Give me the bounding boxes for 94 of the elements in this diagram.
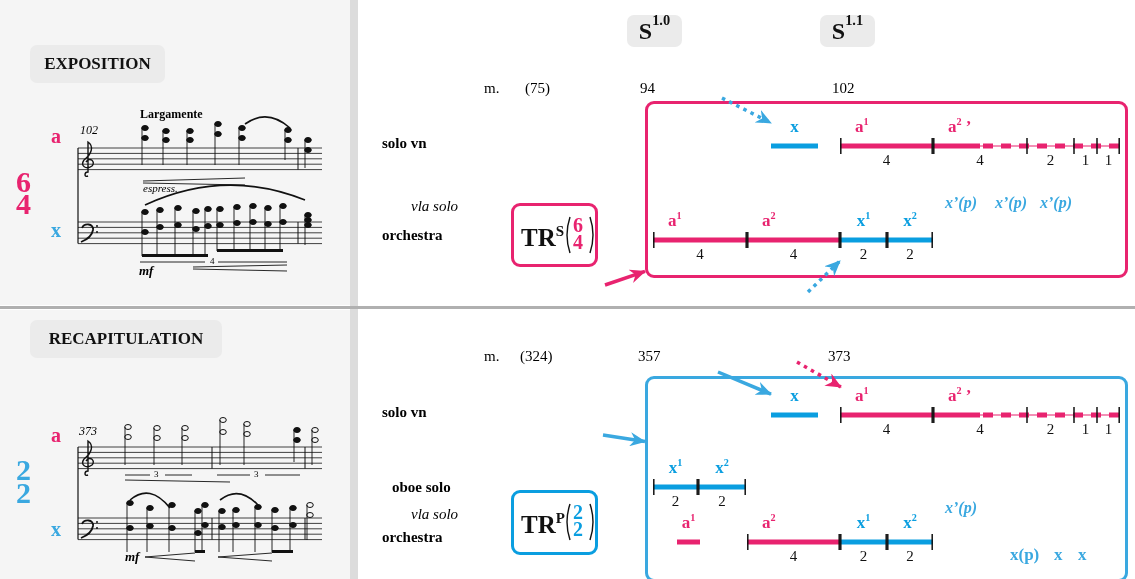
text-label: (75) <box>525 81 550 96</box>
duration-number: 4 <box>975 152 985 169</box>
duration-number: 4 <box>695 246 705 263</box>
text-label: 94 <box>640 81 655 96</box>
motif-label: x’(p) <box>945 500 977 516</box>
time-signature-digit: 6 <box>573 216 583 234</box>
motif-label: x’(p) <box>995 195 1027 211</box>
duration-number: 1 <box>1080 421 1091 438</box>
motif-label: x$^{1}$ <box>668 459 683 479</box>
motif-label: a$^{1}$ <box>855 118 869 138</box>
text-label: 373 <box>79 425 97 437</box>
motif-label: a$^{2}$ ’ <box>948 387 972 407</box>
staff-label: a <box>51 126 61 146</box>
text-label: 102 <box>80 124 98 136</box>
text-label: 3 <box>254 470 259 479</box>
duration-number: 2 <box>905 246 915 263</box>
section-tag: S$^{1.0}$ <box>627 15 682 47</box>
section-frame <box>645 376 1128 579</box>
time-signature-digit: 2 <box>16 458 31 482</box>
motif-label: a$^{2}$ ’ <box>948 118 972 138</box>
text-label: vla solo <box>411 199 459 214</box>
staff-label: x <box>51 519 61 539</box>
section-frame <box>645 101 1128 278</box>
motif-label: a$^{1}$ <box>668 212 682 232</box>
motif-label: x’(p) <box>1040 195 1072 211</box>
text-label: Largamente <box>140 108 203 120</box>
arrow <box>721 96 772 125</box>
duration-number: 2 <box>858 548 869 565</box>
staff-label: x <box>51 220 61 240</box>
duration-number: 4 <box>881 421 892 438</box>
text-label: espress. <box>143 183 178 194</box>
time-signature-digit: 2 <box>16 481 31 505</box>
text-label: (324) <box>520 349 553 364</box>
motif-label: x <box>1078 546 1087 563</box>
time-signature-digit: 2 <box>573 520 583 538</box>
text-label: solo vn <box>382 136 427 151</box>
dynamic-marking: mf <box>139 264 154 277</box>
arrow <box>806 259 842 294</box>
motif-label: a$^{1}$ <box>855 387 869 407</box>
motif-label: a$^{1}$ <box>681 514 696 534</box>
duration-number: 4 <box>788 548 799 565</box>
time-signature-digit: 4 <box>16 192 31 216</box>
transition-box <box>511 490 598 555</box>
duration-number: 1 <box>1103 152 1114 169</box>
text-label: m. <box>484 349 500 364</box>
duration-number: 4 <box>975 421 985 438</box>
text-label: orchestra <box>382 228 443 243</box>
motif-label: x’(p) <box>945 195 977 211</box>
motif-label: x$^{1}$ <box>856 212 871 232</box>
motif-label: x$^{2}$ <box>903 514 917 534</box>
motif-label: a$^{2}$ <box>762 212 776 232</box>
motif-label: x <box>790 118 799 136</box>
text-label: 373 <box>828 349 851 364</box>
duration-number: 4 <box>881 152 892 169</box>
duration-number: 1 <box>1080 152 1091 169</box>
arrow <box>717 370 772 396</box>
duration-number: 2 <box>858 246 869 263</box>
text-label: m. <box>484 81 500 96</box>
text-label: vla solo <box>411 507 459 522</box>
motif-label: a$^{2}$ <box>762 514 776 534</box>
motif-label: x$^{1}$ <box>856 514 871 534</box>
arrow <box>602 432 646 447</box>
duration-number: 4 <box>788 246 799 263</box>
transition-label: TR$^{S}$ <box>521 225 565 250</box>
text-label: solo vn <box>382 405 427 420</box>
motif-label: x <box>1054 546 1063 563</box>
motif-label: x$^{2}$ <box>903 212 917 232</box>
motif-label: x$^{2}$ <box>715 459 729 479</box>
text-label: oboe solo <box>392 480 451 495</box>
time-signature-digit: 4 <box>573 233 583 251</box>
time-signature-digit: 6 <box>16 170 31 194</box>
section-heading: RECAPITULATION <box>30 320 222 358</box>
arrow <box>604 269 646 287</box>
time-signature-digit: 2 <box>573 503 583 521</box>
transition-box <box>511 203 598 267</box>
section-tag: S$^{1.1}$ <box>820 15 875 47</box>
section-heading: EXPOSITION <box>30 45 165 83</box>
motif-label: x(p) <box>1010 546 1040 563</box>
dynamic-marking: mf <box>125 550 140 563</box>
duration-number: 2 <box>1045 152 1056 169</box>
duration-number: 2 <box>905 548 915 565</box>
text-label: 4 <box>210 257 215 266</box>
duration-number: 2 <box>670 493 681 510</box>
text-label: 102 <box>832 81 855 96</box>
motif-label: x <box>790 387 799 405</box>
arrow <box>796 360 842 389</box>
text-label: 357 <box>638 349 661 364</box>
duration-number: 2 <box>717 493 727 510</box>
duration-number: 2 <box>1045 421 1056 438</box>
staff-label: a <box>51 425 61 445</box>
text-label: orchestra <box>382 530 443 545</box>
duration-number: 1 <box>1103 421 1114 438</box>
transition-label: TR$^{P}$ <box>521 512 565 537</box>
text-label: 3 <box>154 470 159 479</box>
